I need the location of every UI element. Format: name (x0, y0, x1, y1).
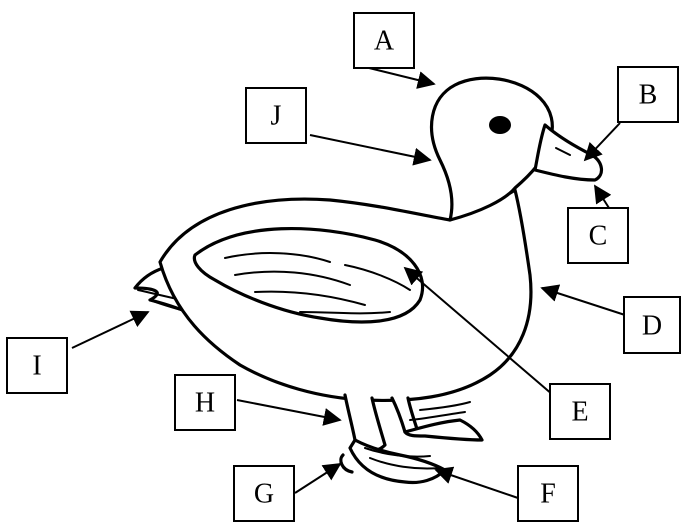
label-c: C (568, 208, 628, 263)
arrow-d (542, 288, 625, 315)
label-j-text: J (271, 101, 282, 132)
arrow-b (585, 123, 620, 160)
arrow-i (72, 312, 148, 348)
arrow-h (237, 400, 340, 420)
label-d-text: D (642, 311, 662, 342)
label-j: J (246, 88, 306, 143)
duck-toe-g (341, 455, 352, 472)
arrow-c (595, 186, 609, 208)
label-c-text: C (589, 221, 608, 252)
label-d: D (624, 297, 680, 353)
label-a: A (354, 13, 414, 68)
duck-leg-back (345, 395, 385, 450)
label-e-text: E (571, 397, 588, 428)
arrow-g (295, 464, 340, 493)
label-f-text: F (540, 479, 556, 510)
duck-eye (489, 116, 511, 134)
duck-leg-front (392, 398, 418, 432)
label-h: H (175, 375, 235, 430)
label-b: B (618, 67, 678, 122)
label-i-text: I (32, 351, 41, 382)
label-g: G (234, 466, 294, 521)
label-b-text: B (639, 80, 658, 111)
duck-foot-back (350, 440, 445, 483)
label-g-text: G (254, 479, 274, 510)
duck-head-neck (432, 78, 553, 220)
wing-line-4 (300, 312, 390, 313)
arrow-j (310, 135, 430, 160)
label-i: I (7, 338, 67, 393)
arrow-a (365, 67, 434, 84)
label-a-text: A (374, 26, 395, 57)
label-f: F (518, 466, 578, 521)
foot-web-3 (420, 402, 470, 410)
label-h-text: H (195, 388, 215, 419)
label-e: E (550, 384, 610, 439)
arrow-f (436, 470, 518, 498)
